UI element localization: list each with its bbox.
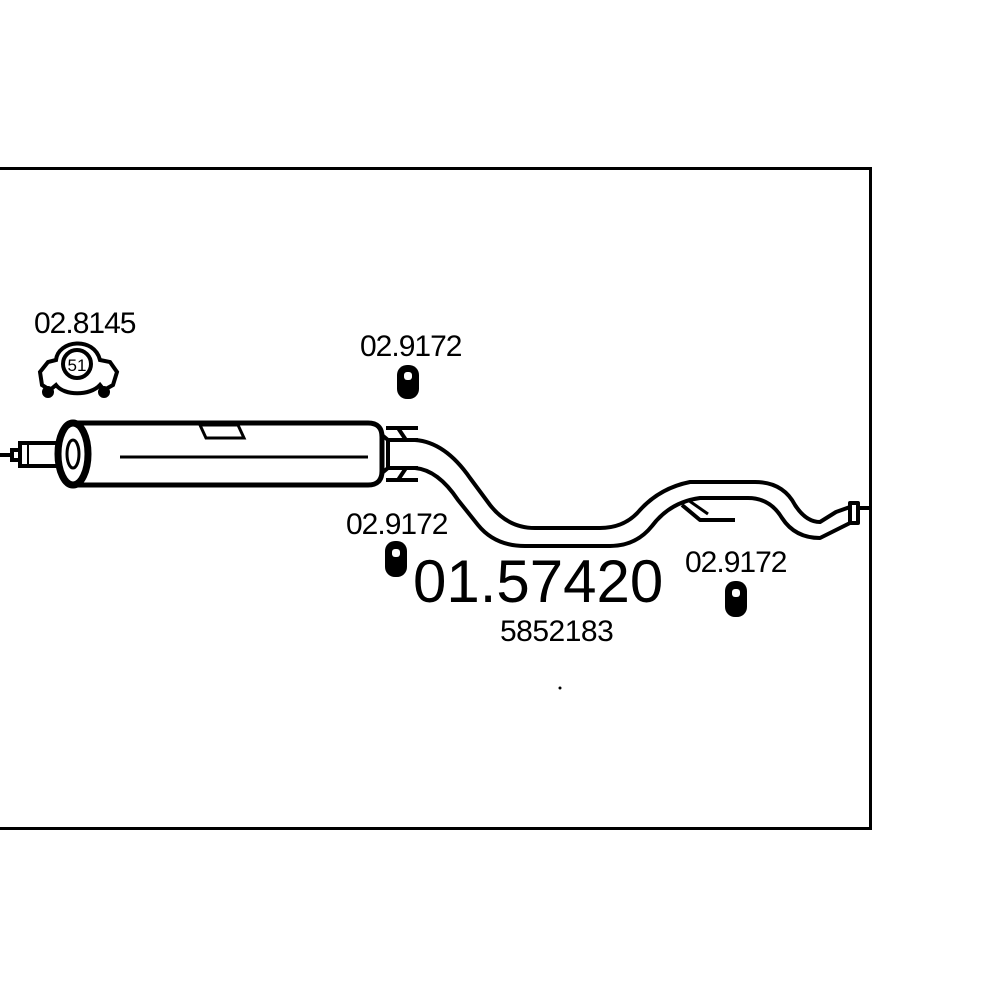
- clamp-icon: [37, 341, 120, 398]
- stray-dot: [558, 686, 562, 690]
- part-number: 01.57420: [413, 548, 663, 615]
- muffler: [54, 419, 390, 489]
- hanger-label-top: 02.9172: [360, 330, 462, 363]
- pipe-sleeve: [386, 426, 418, 482]
- clamp-label: 02.8145: [34, 307, 136, 340]
- tail-pipe: [414, 438, 872, 548]
- hanger-label-right: 02.9172: [685, 546, 787, 579]
- rubber-hanger-icon: [397, 365, 419, 399]
- rubber-hanger-icon: [725, 581, 747, 617]
- inlet-pipe: [0, 441, 62, 468]
- reference-number: 5852183: [500, 615, 613, 648]
- hanger-label-left: 02.9172: [346, 508, 448, 541]
- clamp-size-label: 51: [68, 356, 87, 375]
- rubber-hanger-icon: [385, 541, 407, 577]
- drawing-frame: [0, 167, 872, 830]
